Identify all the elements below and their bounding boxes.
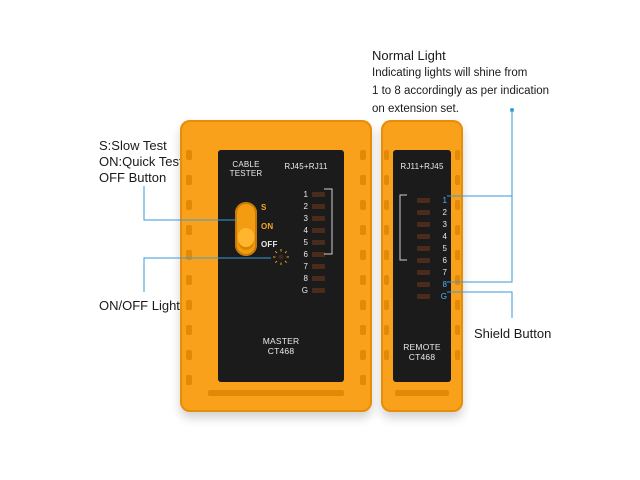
switch-desc-line2: ON:Quick Test [99,154,183,169]
master-led-label-2: 2 [303,202,308,211]
master-brand-line1: CABLE [232,160,260,169]
master-led-label-6: 6 [303,250,308,259]
master-led-3 [312,216,325,221]
master-led-2 [312,204,325,209]
master-led-8 [312,276,325,281]
master-body-ridges [186,150,366,396]
master-led-g [312,288,325,293]
remote-led-label-8: 8 [442,280,447,289]
onoff-light-label: ON/OFF Light [99,298,180,313]
onoff-callout-line [143,257,271,292]
remote-led-label-5: 5 [442,244,447,253]
switch-on-label: ON [261,222,274,231]
remote-led-label-6: 6 [442,256,447,265]
master-name-line1: MASTER [262,336,300,346]
normal-light-callout-line [447,112,513,283]
switch-desc-line3: OFF Button [99,170,167,185]
master-led-label-5: 5 [303,238,308,247]
master-led-label-7: 7 [303,262,308,271]
master-bracket [324,188,333,255]
remote-led-4 [417,234,430,239]
master-led-4 [312,228,325,233]
remote-led-6 [417,258,430,263]
normal-light-desc-line1: Indicating lights will shine from [372,67,528,79]
power-indicator-icon [273,249,289,265]
remote-ports-label: RJ11+RJ45 [400,162,444,171]
switch-s-label: S [261,203,267,212]
master-led-label-g: G [301,286,308,295]
master-ports-label: RJ45+RJ11 [284,162,328,171]
master-led-5 [312,240,325,245]
remote-led-g [417,294,430,299]
master-brand-line2: TESTER [229,169,263,178]
master-led-1 [312,192,325,197]
remote-led-8 [417,282,430,287]
remote-led-label-2: 2 [442,208,447,217]
master-led-label-8: 8 [303,274,308,283]
master-led-label-3: 3 [303,214,308,223]
remote-led-label-4: 4 [442,232,447,241]
remote-led-1 [417,198,430,203]
switch-callout-line [143,186,237,221]
remote-led-label-1: 1 [442,196,447,205]
normal-light-title: Normal Light [372,48,446,63]
master-unit: CABLE TESTER RJ45+RJ11 S ON OFF 1 2 3 4 5 6 [180,120,372,412]
remote-led-2 [417,210,430,215]
remote-led-label-3: 3 [442,220,447,229]
shield-callout-line [447,291,513,318]
remote-name-line2: CT468 [408,352,436,362]
remote-name-line1: REMOTE [403,342,441,352]
remote-led-3 [417,222,430,227]
remote-led-label-7: 7 [442,268,447,277]
mode-slide-switch[interactable] [235,202,257,256]
master-name-line2: CT468 [267,346,295,356]
normal-light-callout-dot [510,108,514,112]
master-led-label-1: 1 [303,190,308,199]
remote-body-ridges [384,150,460,396]
remote-led-7 [417,270,430,275]
switch-desc-line1: S:Slow Test [99,138,167,153]
master-led-7 [312,264,325,269]
remote-led-label-g: G [440,292,447,301]
master-panel: CABLE TESTER RJ45+RJ11 S ON OFF 1 2 3 4 5 6 [218,150,344,382]
switch-off-label: OFF [261,240,278,249]
normal-light-desc-line3: on extension set. [372,103,459,115]
master-led-6 [312,252,325,257]
shield-button-label: Shield Button [474,326,552,341]
remote-bracket [399,194,407,261]
remote-led-5 [417,246,430,251]
master-led-label-4: 4 [303,226,308,235]
switch-knob[interactable] [238,228,254,250]
normal-light-desc-line2: 1 to 8 accordingly as per indication [372,85,550,97]
